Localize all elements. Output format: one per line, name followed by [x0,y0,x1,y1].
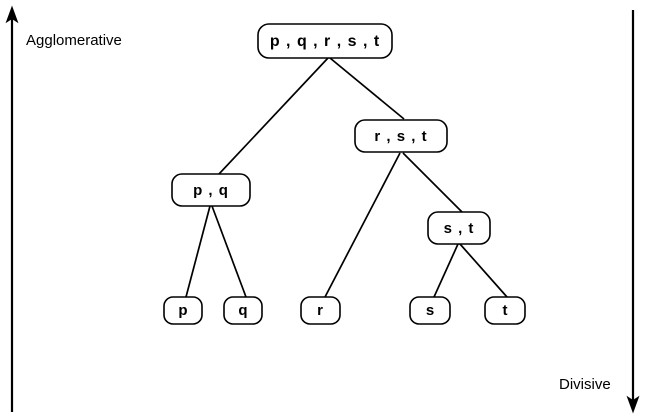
node-pq-box [171,173,251,207]
divisive-label: Divisive [559,376,611,393]
node-rst[interactable]: r , s , t [354,119,448,153]
node-rst-label: r , s , t [374,128,427,145]
node-root[interactable]: p , q , r , s , t [257,23,393,59]
node-st-box [427,211,491,245]
agglomerative-arrowhead-icon [5,5,19,24]
node-leaf-t-box [484,296,526,325]
edge-root-to-rst [329,57,405,120]
node-leaf-p-label: p [178,302,187,319]
axis-divisive: Divisive [559,10,640,414]
edge-pq-to-q [211,205,247,298]
node-leaf-q-box [223,296,263,325]
node-leaf-r-label: r [317,302,323,319]
edge-rst-to-st [402,152,463,213]
node-root-label: p , q , r , s , t [270,33,380,50]
node-leaf-s[interactable]: s [409,296,451,325]
node-rst-box [354,119,448,153]
edge-st-to-s [433,243,459,298]
node-st[interactable]: s , t [427,211,491,245]
edge-root-to-pq [218,57,329,175]
node-leaf-r-box [300,296,341,325]
node-leaf-s-label: s [426,302,434,319]
node-root-box [257,23,393,59]
edge-rst-to-r [324,152,401,298]
node-leaf-q[interactable]: q [223,296,263,325]
agglomerative-label: Agglomerative [26,32,122,49]
node-leaf-t[interactable]: t [484,296,526,325]
node-st-label: s , t [444,220,475,237]
edge-group [185,57,508,298]
node-pq-label: p , q [193,182,229,199]
axis-agglomerative: Agglomerative [5,5,122,412]
node-leaf-p-box [163,296,203,325]
node-leaf-r[interactable]: r [300,296,341,325]
divisive-arrowhead-icon [626,395,640,414]
node-leaf-t-label: t [503,302,508,319]
node-pq[interactable]: p , q [171,173,251,207]
node-leaf-q-label: q [238,302,247,319]
edge-st-to-t [459,243,508,298]
node-leaf-s-box [409,296,451,325]
node-leaf-p[interactable]: p [163,296,203,325]
edge-pq-to-p [185,205,211,298]
